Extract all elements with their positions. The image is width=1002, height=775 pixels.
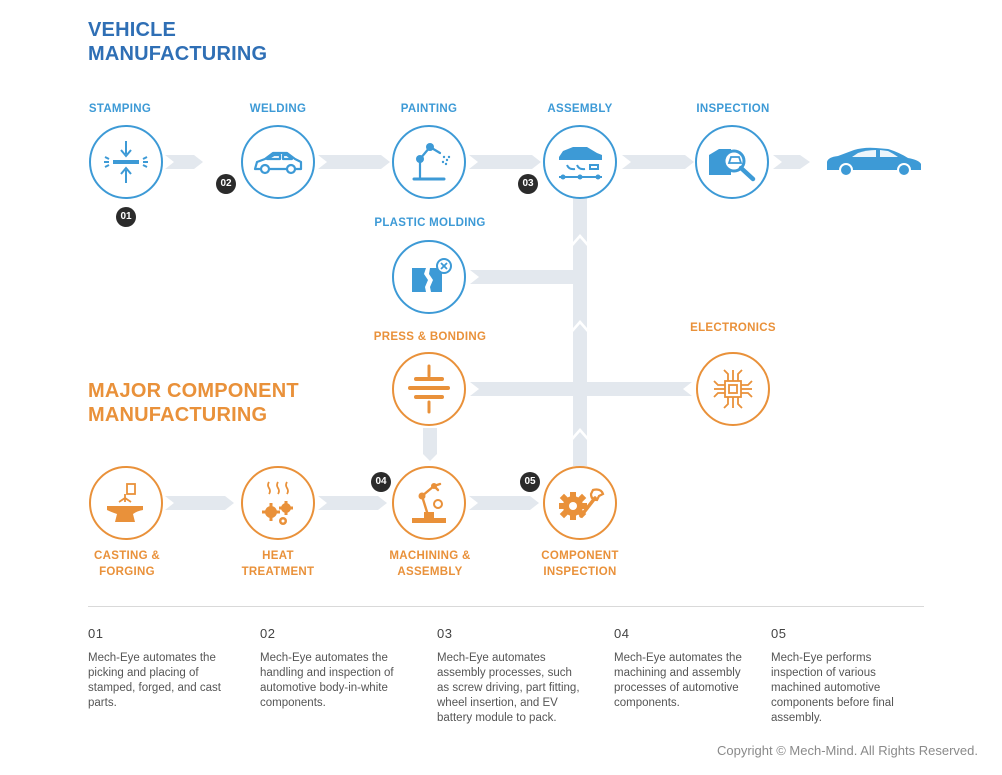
node-press-bonding xyxy=(392,352,466,426)
note-02: 02 Mech-Eye automates the handling and i… xyxy=(260,626,412,711)
node-welding xyxy=(241,125,315,199)
gear-wrench-icon xyxy=(559,488,605,520)
note-03: 03 Mech-Eye automates assembly processes… xyxy=(437,626,587,726)
car-body-icon xyxy=(253,151,303,175)
node-stamping xyxy=(89,125,163,199)
note-number: 02 xyxy=(260,626,276,641)
heat-gears-icon xyxy=(262,481,293,525)
paint-robot-icon xyxy=(412,143,451,181)
press-plates-icon xyxy=(408,364,450,414)
label-welding: WELDING xyxy=(249,103,307,115)
label-machining-assembly: MACHINING &ASSEMBLY xyxy=(389,550,471,578)
note-05: 05 Mech-Eye performs inspection of vario… xyxy=(771,626,923,726)
badge-04: 04 xyxy=(371,472,391,492)
note-text: Mech-Eye automates the picking and placi… xyxy=(88,652,221,709)
node-painting xyxy=(392,125,466,199)
note-number: 04 xyxy=(614,626,630,641)
component-manufacturing-title: MAJOR COMPONENT MANUFACTURING xyxy=(88,380,299,426)
label-casting-forging: CASTING &FORGING xyxy=(94,550,160,578)
note-text: Mech-Eye automates the handling and insp… xyxy=(260,652,394,709)
note-number: 01 xyxy=(88,626,104,641)
note-number: 03 xyxy=(437,626,453,641)
label-painting: PAINTING xyxy=(400,103,458,115)
node-plastic-molding xyxy=(392,240,466,314)
robot-arm-icon xyxy=(412,482,446,523)
copyright-text: Copyright © Mech-Mind. All Rights Reserv… xyxy=(716,743,978,758)
node-heat-treatment xyxy=(241,466,315,540)
badge-01: 01 xyxy=(116,207,136,227)
magnifier-inspection-icon xyxy=(709,149,756,182)
note-text: Mech-Eye performs inspection of various … xyxy=(771,652,894,724)
label-plastic-molding: PLASTIC MOLDING xyxy=(374,217,486,229)
chip-icon xyxy=(713,369,753,409)
note-text: Mech-Eye automates the machining and ass… xyxy=(614,652,742,709)
note-number: 05 xyxy=(771,626,787,641)
car-assembly-icon xyxy=(559,147,602,180)
badge-05: 05 xyxy=(520,472,540,492)
node-assembly xyxy=(543,125,617,199)
vehicle-manufacturing-title: VEHICLE MANUFACTURING xyxy=(88,19,268,65)
badge-02: 02 xyxy=(216,174,236,194)
finished-car-icon xyxy=(827,147,921,177)
note-01: 01 Mech-Eye automates the picking and pl… xyxy=(88,626,238,711)
label-stamping: STAMPING xyxy=(88,103,152,115)
molded-part-icon xyxy=(412,258,452,292)
badge-03: 03 xyxy=(518,174,538,194)
label-electronics: ELECTRONICS xyxy=(690,322,776,334)
label-press-bonding: PRESS & BONDING xyxy=(373,331,487,343)
node-inspection xyxy=(695,125,769,199)
note-04: 04 Mech-Eye automates the machining and … xyxy=(614,626,754,711)
node-electronics xyxy=(696,352,770,426)
node-casting-forging xyxy=(89,466,163,540)
press-arrows-icon xyxy=(104,141,148,183)
node-machining-assembly xyxy=(392,466,466,540)
node-component-inspection xyxy=(543,466,617,540)
anvil-icon xyxy=(107,483,143,522)
section-divider xyxy=(88,606,924,607)
label-inspection: INSPECTION xyxy=(696,103,770,115)
label-assembly: ASSEMBLY xyxy=(547,103,613,115)
note-text: Mech-Eye automates assembly processes, s… xyxy=(437,652,580,724)
